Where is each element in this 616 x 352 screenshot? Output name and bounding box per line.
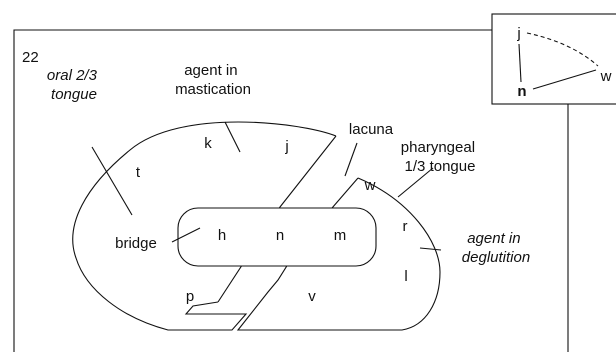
oral-region-upper-edge: [217, 135, 337, 303]
mastication-pointer-line: [224, 121, 241, 153]
symbol-w: w: [364, 177, 376, 194]
symbol-h: h: [218, 227, 226, 244]
oral-tongue-label: oral 2/3 tongue: [47, 67, 101, 103]
pharyngeal-tongue-label: pharyngeal 1/3 tongue: [401, 139, 479, 175]
lacuna-label: lacuna: [349, 121, 394, 138]
symbol-l: l: [404, 268, 407, 285]
pharyngeal-region-outline: [236, 177, 441, 331]
inset-symbol-right: w: [600, 68, 612, 85]
symbol-m: m: [334, 227, 347, 244]
lacuna-pointer-line: [344, 142, 358, 177]
pharyngeal-pointer-line: [397, 167, 434, 198]
bridge-label: bridge: [115, 235, 157, 252]
bridge-pointer-line: [171, 227, 201, 243]
inset-symbol-bottom: n: [517, 83, 526, 100]
symbol-n: n: [276, 227, 284, 244]
inset-diagram: j w n: [491, 13, 616, 105]
symbol-p: p: [186, 288, 194, 305]
oral-pointer-line: [91, 146, 133, 216]
symbol-v: v: [308, 288, 316, 305]
agent-mastication-label: agent in mastication: [175, 62, 251, 98]
deglutition-pointer-line: [419, 247, 442, 251]
agent-deglutition-label: agent in deglutition: [462, 230, 530, 266]
inset-frame: [491, 13, 616, 105]
symbol-r: r: [403, 218, 408, 235]
oral-region-outline: [72, 121, 337, 331]
inset-link-n-w: [532, 69, 597, 90]
inset-symbol-top: j: [516, 25, 520, 42]
figure-number: 22: [22, 49, 39, 66]
figure-frame: [13, 29, 569, 352]
bridge-box: [177, 207, 377, 267]
inset-link-j-n: [518, 43, 522, 83]
symbol-j: j: [284, 138, 288, 155]
symbol-t: t: [136, 164, 141, 181]
symbol-k: k: [204, 135, 212, 152]
inset-dashed-arc: [526, 32, 599, 67]
